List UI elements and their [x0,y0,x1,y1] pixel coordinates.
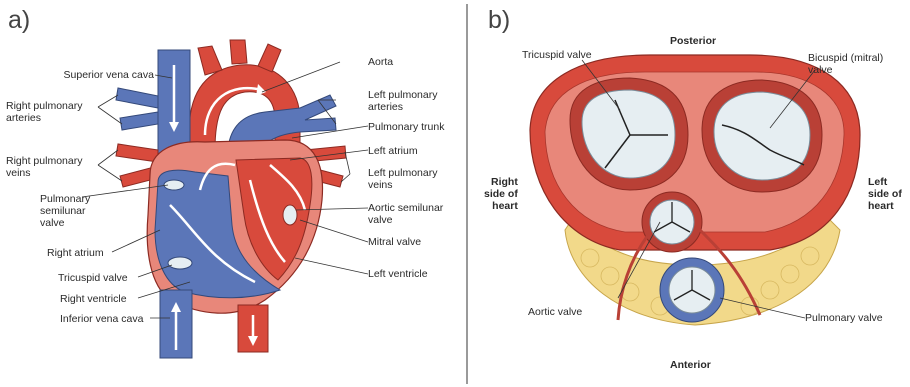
aortic-valve-shape [283,205,297,225]
label-aorta: Aorta [368,56,393,68]
aorta-branch-1 [198,46,222,75]
label-left-atrium: Left atrium [368,145,418,157]
aorta-branch-2 [230,40,247,64]
label-right-atrium: Right atrium [47,247,104,259]
label-aortic-valve: Aortic valve [528,306,582,318]
right-pulmonary-artery-upper [116,88,158,108]
tricuspid-valve-shape [168,257,192,269]
label-posterior: Posterior [670,35,716,47]
label-left-ventricle: Left ventricle [368,268,428,280]
label-aortic-semilunar-valve: Aortic semilunar valve [368,202,443,226]
label-pulmonary-semilunar-valve: Pulmonary semilunar valve [40,193,90,229]
label-tricuspid-valve: Tricuspid valve [58,272,128,284]
label-tricuspid-valve-b: Tricuspid valve [522,49,592,61]
right-pulmonary-artery-lower [120,112,158,130]
label-right-ventricle: Right ventricle [60,293,127,305]
label-right-pulmonary-arteries: Right pulmonary arteries [6,100,82,124]
right-pulmonary-vein-upper [116,144,158,162]
label-right-pulmonary-veins: Right pulmonary veins [6,155,82,179]
label-mitral-valve: Mitral valve [368,236,421,248]
label-right-side-of-heart: Right side of heart [484,176,518,212]
label-pulmonary-trunk: Pulmonary trunk [368,121,444,133]
bicuspid-valve-leaflets [714,92,810,180]
label-bicuspid-valve: Bicuspid (mitral) valve [808,52,883,76]
aorta-branch-3 [258,44,281,72]
label-inferior-vena-cava: Inferior vena cava [60,313,143,325]
label-left-pulmonary-arteries: Left pulmonary arteries [368,89,437,113]
panel-b-valves-superior-view: b) [470,0,910,387]
label-superior-vena-cava: Superior vena cava [64,69,154,81]
label-pulmonary-valve: Pulmonary valve [805,312,883,324]
label-left-pulmonary-veins: Left pulmonary veins [368,167,437,191]
panel-a-heart-cross-section: a) [0,0,466,387]
panel-divider [466,4,468,384]
label-anterior: Anterior [670,359,711,371]
label-left-side-of-heart: Left side of heart [868,176,902,212]
